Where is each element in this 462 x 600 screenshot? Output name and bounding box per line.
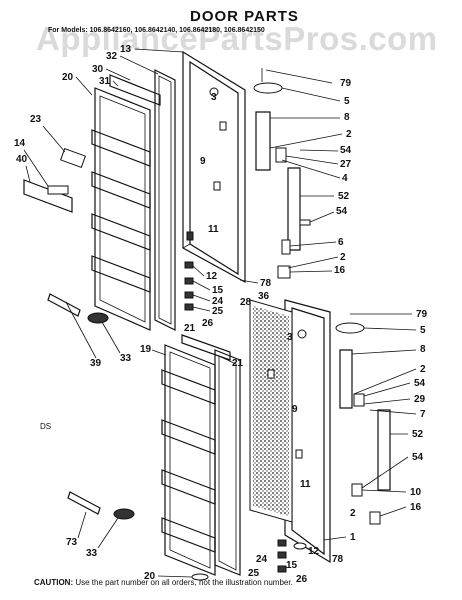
callout-15b: 15 bbox=[286, 560, 298, 571]
callout-54b: 54 bbox=[336, 206, 348, 217]
callout-23: 23 bbox=[30, 114, 42, 125]
callout-54c: 54 bbox=[414, 378, 426, 389]
upper-leader-lines bbox=[23, 48, 343, 359]
lower-leader-lines bbox=[77, 313, 417, 578]
caution-note: CAUTION: Use the part number on all orde… bbox=[34, 578, 293, 587]
callout-28: 28 bbox=[240, 297, 252, 308]
callout-15: 15 bbox=[212, 285, 224, 296]
watermark: AppliancePartsPros.com bbox=[36, 20, 438, 57]
upper-part-14 bbox=[47, 185, 69, 195]
callout-6: 6 bbox=[338, 237, 344, 248]
diagram-title: DOOR PARTS bbox=[190, 8, 299, 25]
callout-2b: 2 bbox=[340, 252, 346, 263]
callout-3b: 3 bbox=[287, 332, 293, 343]
callout-78b: 78 bbox=[332, 554, 344, 565]
callout-5: 5 bbox=[344, 96, 350, 107]
caution-label: CAUTION: bbox=[34, 578, 74, 587]
upper-handle-parts bbox=[253, 68, 311, 279]
callout-9b: 9 bbox=[292, 404, 298, 415]
callout-14: 14 bbox=[14, 138, 26, 149]
callout-8b: 8 bbox=[420, 344, 426, 355]
callout-33: 33 bbox=[120, 353, 132, 364]
diagram-code: DS bbox=[40, 422, 52, 431]
callout-39: 39 bbox=[90, 358, 102, 369]
callout-16b: 16 bbox=[410, 502, 422, 513]
upper-part-23 bbox=[59, 147, 87, 169]
callout-26b: 26 bbox=[296, 574, 308, 585]
callout-3: 3 bbox=[211, 92, 217, 103]
callout-10: 10 bbox=[410, 487, 422, 498]
callout-20b: 20 bbox=[144, 571, 156, 582]
callout-4: 4 bbox=[342, 173, 348, 184]
callout-36: 36 bbox=[258, 291, 270, 302]
callout-7: 7 bbox=[420, 409, 426, 420]
upper-door-outer-panel bbox=[182, 50, 246, 284]
upper-part-33 bbox=[87, 312, 109, 324]
callout-1: 1 bbox=[350, 532, 356, 543]
lower-part-33 bbox=[113, 508, 135, 520]
callout-27: 27 bbox=[340, 159, 352, 170]
callout-2d: 2 bbox=[350, 508, 356, 519]
callout-25: 25 bbox=[212, 306, 224, 317]
callout-24: 24 bbox=[212, 296, 224, 307]
lower-callouts: 28 36 79 5 3 19 21 8 2 54 29 7 9 52 54 1… bbox=[66, 291, 428, 585]
upper-callouts: 13 32 30 31 20 3 79 5 23 8 2 54 27 9 4 1… bbox=[14, 44, 352, 369]
callout-26: 26 bbox=[202, 318, 214, 329]
callout-33b: 33 bbox=[86, 548, 98, 559]
callout-79b: 79 bbox=[416, 309, 428, 320]
callout-21b: 21 bbox=[232, 358, 244, 369]
lower-gasket bbox=[214, 349, 241, 576]
callout-9: 9 bbox=[200, 156, 206, 167]
callout-54d: 54 bbox=[412, 452, 424, 463]
callout-16: 16 bbox=[334, 265, 346, 276]
callout-52: 52 bbox=[338, 191, 350, 202]
callout-30: 30 bbox=[92, 64, 104, 75]
callout-12: 12 bbox=[206, 271, 218, 282]
upper-part-40 bbox=[23, 179, 73, 213]
callout-54: 54 bbox=[340, 145, 352, 156]
upper-door-liner bbox=[91, 74, 161, 331]
lower-part-73 bbox=[67, 491, 101, 515]
callout-78: 78 bbox=[260, 278, 272, 289]
callout-40: 40 bbox=[16, 154, 28, 165]
callout-29: 29 bbox=[414, 394, 426, 405]
callout-2: 2 bbox=[346, 129, 352, 140]
upper-part-39 bbox=[47, 293, 81, 317]
upper-gasket bbox=[154, 69, 176, 331]
callout-2c: 2 bbox=[420, 364, 426, 375]
lower-handle-parts bbox=[297, 322, 391, 525]
lower-insulation bbox=[249, 299, 293, 523]
callout-11b: 11 bbox=[300, 479, 311, 490]
callout-31: 31 bbox=[99, 76, 111, 87]
callout-5b: 5 bbox=[420, 325, 426, 336]
callout-73: 73 bbox=[66, 537, 78, 548]
callout-24b: 24 bbox=[256, 554, 268, 565]
callout-32: 32 bbox=[106, 51, 118, 62]
callout-21: 21 bbox=[184, 323, 196, 334]
lower-hinge-parts bbox=[267, 369, 307, 573]
callout-52b: 52 bbox=[412, 429, 424, 440]
callout-12b: 12 bbox=[308, 546, 320, 557]
caution-text: Use the part number on all orders, not t… bbox=[75, 578, 293, 587]
callout-19: 19 bbox=[140, 344, 152, 355]
callout-11: 11 bbox=[208, 224, 219, 235]
callout-13: 13 bbox=[120, 44, 132, 55]
callout-20: 20 bbox=[62, 72, 74, 83]
model-list: For Models: 106.8642160, 106.8642140, 10… bbox=[48, 27, 265, 34]
callout-8: 8 bbox=[344, 112, 350, 123]
callout-25b: 25 bbox=[248, 568, 260, 579]
lower-door-liner bbox=[161, 334, 231, 576]
callout-79: 79 bbox=[340, 78, 352, 89]
